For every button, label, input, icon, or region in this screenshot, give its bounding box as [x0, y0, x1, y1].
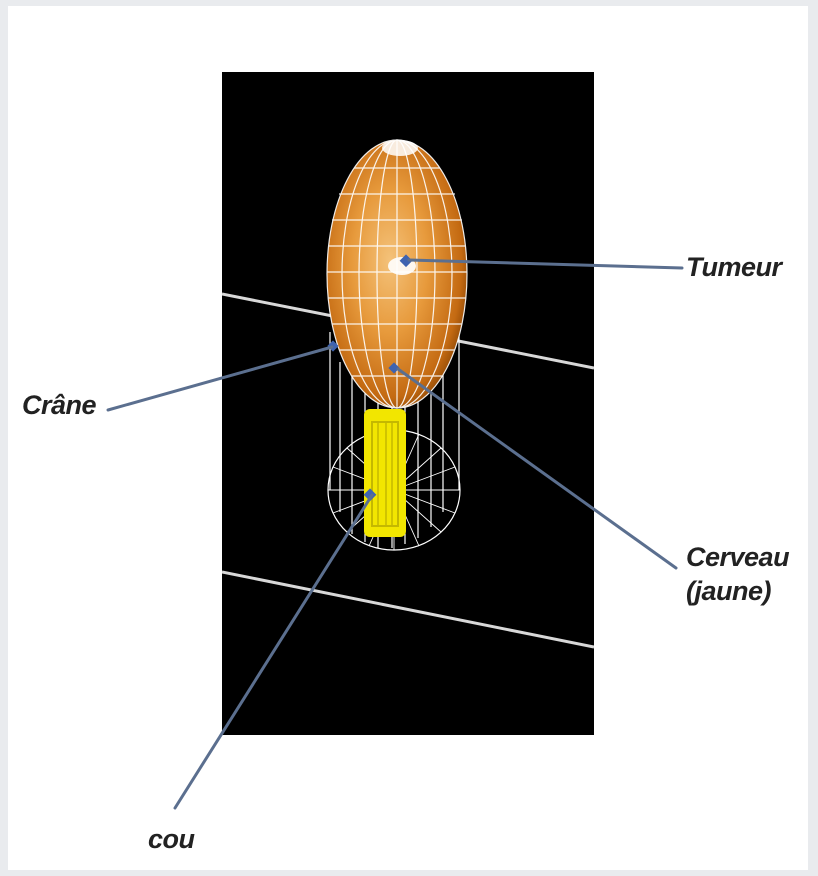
- leader-crane: [108, 347, 332, 410]
- label-tumeur: Tumeur: [686, 250, 782, 284]
- label-cerveau-line2: (jaune): [686, 574, 806, 608]
- label-crane: Crâne: [22, 388, 96, 422]
- leader-cou: [175, 495, 372, 808]
- label-cerveau: Cerveau (jaune): [686, 540, 806, 608]
- leader-cerveau: [398, 369, 676, 568]
- label-cerveau-line1: Cerveau: [686, 540, 806, 574]
- leader-tumeur: [409, 260, 682, 268]
- label-cou: cou: [148, 822, 195, 856]
